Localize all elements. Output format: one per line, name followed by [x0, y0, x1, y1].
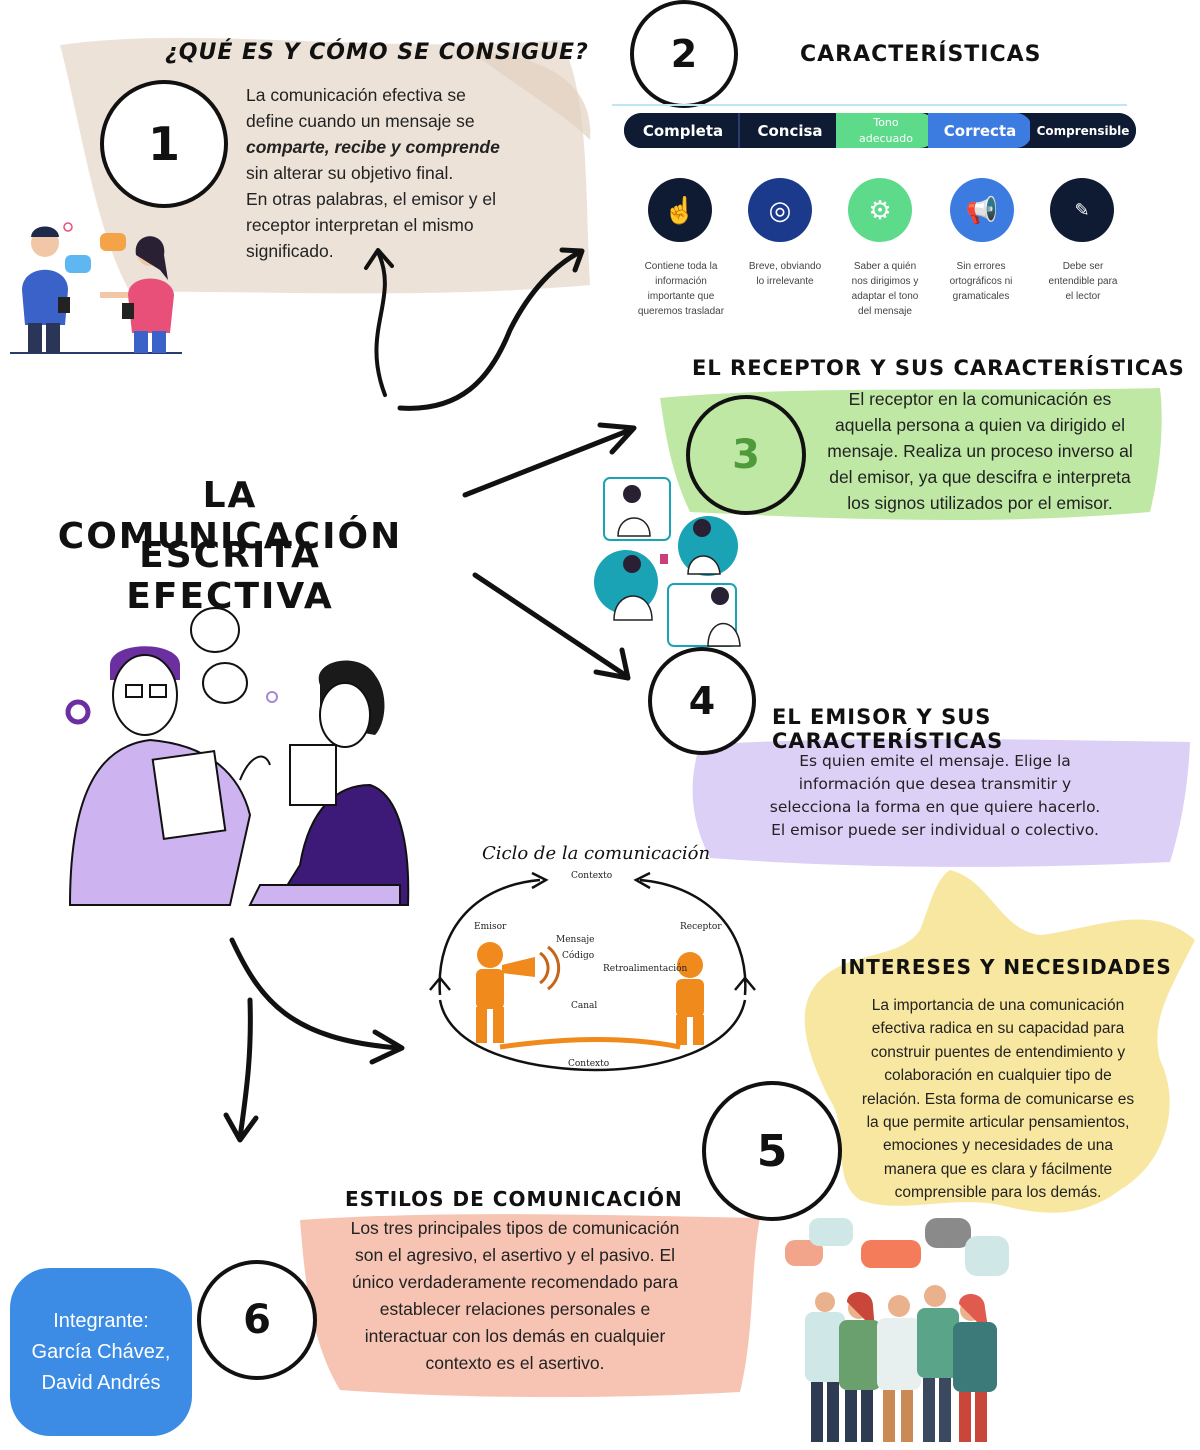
cycle-receptor: Receptor: [680, 922, 722, 932]
group-conversation-illustration: [785, 1218, 1009, 1442]
pill-completa: Completa: [624, 113, 742, 148]
member-surname: García Chávez,: [31, 1340, 171, 1363]
section-5-text: La importancia de una comunicación efect…: [838, 994, 1158, 1205]
section-2-title: CARACTERÍSTICAS: [800, 42, 1042, 67]
divider-line: [612, 104, 1127, 106]
receivers-illustration: [594, 477, 741, 647]
section-3-text: El receptor en la comunicación es aquell…: [805, 386, 1155, 516]
cycle-canal: Canal: [571, 1001, 598, 1011]
desc-completa: Contiene toda la información importante …: [637, 261, 725, 317]
section-1-line: sin alterar su objetivo final.: [246, 163, 454, 183]
section-1-line: define cuando un mensaje se: [246, 111, 475, 131]
touch-star-icon: ☝: [648, 178, 712, 242]
section-6-title: ESTILOS DE COMUNICACIÓN: [345, 1187, 683, 1211]
section-3-title: EL RECEPTOR Y SUS CARACTERÍSTICAS: [692, 356, 1185, 380]
section-4-number: 4: [648, 647, 756, 755]
cycle-title: Ciclo de la comunicación: [482, 843, 711, 864]
section-4-line: selecciona la forma en que quiere hacerl…: [769, 798, 1101, 816]
desc-tono: Saber a quién nos dirigimos y adaptar el…: [851, 261, 919, 317]
section-1-line: En otras palabras, el emisor y el: [246, 189, 496, 209]
section-1-emphasis: comparte, recibe y comprende: [246, 137, 500, 157]
section-5-line: la que permite articular pensamientos,: [866, 1114, 1130, 1132]
two-people-talking-illustration: [65, 607, 410, 906]
cycle-mensaje: Mensaje: [556, 935, 595, 945]
section-4-title: EL EMISOR Y SUS CARACTERÍSTICAS: [772, 705, 1004, 753]
section-5-line: manera que es clara y fácilmente: [883, 1160, 1113, 1178]
cycle-contexto-bottom: Contexto: [568, 1059, 610, 1069]
section-6-text: Los tres principales tipos de comunicaci…: [310, 1215, 720, 1377]
section-6-line: establecer relaciones personales e: [379, 1299, 651, 1319]
section-3-number: 3: [686, 395, 806, 515]
section-3-line: El receptor en la comunicación es: [848, 389, 1112, 409]
section-1-line: receptor interpretan el mismo: [246, 215, 474, 235]
pill-comprensible: Comprensible: [1030, 113, 1136, 148]
main-title-line-1: LA COMUNICACIÓN: [57, 475, 403, 557]
section-5-line: construir puentes de entendimiento y: [870, 1043, 1126, 1061]
pill-concisa: Concisa: [738, 113, 840, 148]
target-icon: ◎: [748, 178, 812, 242]
pill-tono-adecuado: Tono adecuado: [836, 113, 936, 148]
desc-concisa: Breve, obviando lo irrelevante: [748, 261, 822, 287]
cycle-retroalimentacion: Retroalimentación: [603, 964, 688, 974]
section-6-line: interactuar con los demás en cualquier: [364, 1326, 666, 1346]
section-3-line: aquella persona a quien va dirigido el: [835, 415, 1125, 435]
section-5-line: efectiva radica en su capacidad para: [871, 1020, 1125, 1038]
section-2-number: 2: [630, 0, 738, 108]
section-3-line: del emisor, ya que descifra e interpreta: [829, 467, 1131, 487]
section-5-line: La importancia de una comunicación: [871, 997, 1125, 1014]
cycle-emisor: Emisor: [474, 922, 507, 932]
cycle-contexto-top: Contexto: [571, 871, 613, 881]
section-4-line: Es quien emite el mensaje. Elige la: [799, 752, 1071, 770]
section-1-line: La comunicación efectiva se: [246, 85, 466, 105]
communication-cycle-diagram: [429, 871, 756, 1072]
cycle-codigo: Código: [562, 951, 595, 961]
section-6-line: único verdaderamente recomendado para: [352, 1272, 678, 1292]
desc-correcta: Sin errores ortográficos ni gramaticales: [949, 261, 1013, 302]
desc-comprensible: Debe ser entendible para el lector: [1048, 261, 1118, 302]
section-5-line: emociones y necesidades de una: [882, 1137, 1114, 1155]
section-1-title: ¿QUÉ ES Y CÓMO SE CONSIGUE?: [165, 40, 589, 65]
section-4-text: Es quien emite el mensaje. Elige la info…: [735, 750, 1135, 842]
section-5-number: 5: [702, 1081, 842, 1221]
section-6-line: contexto es el asertivo.: [425, 1353, 605, 1373]
two-people-chat-illustration: [10, 222, 182, 354]
section-1-line: significado.: [246, 241, 334, 261]
section-1-text: La comunicación efectiva se define cuand…: [246, 82, 546, 264]
section-5-line: colaboración en cualquier tipo de: [884, 1067, 1112, 1085]
section-6-number: 6: [197, 1260, 317, 1380]
section-4-line: El emisor puede ser individual o colecti…: [771, 821, 1099, 839]
member-badge: Integrante: García Chávez, David Andrés: [10, 1268, 192, 1436]
section-6-line: son el agresivo, el asertivo y el pasivo…: [354, 1245, 676, 1265]
section-5-title: INTERESES Y NECESIDADES: [840, 955, 1172, 979]
section-1-number: 1: [100, 80, 228, 208]
member-name: David Andrés: [41, 1371, 161, 1394]
section-5-line: relación. Esta forma de comunicarse es: [861, 1090, 1135, 1108]
section-5-line: comprensible para los demás.: [894, 1184, 1102, 1202]
section-3-line: los signos utilizados por el emisor.: [847, 493, 1113, 513]
megaphone-icon: 📢: [950, 178, 1014, 242]
member-label: Integrante:: [53, 1309, 149, 1332]
section-3-line: mensaje. Realiza un proceso inverso al: [827, 441, 1133, 461]
gear-icon: ⚙: [848, 178, 912, 242]
pill-correcta: Correcta: [928, 113, 1032, 148]
section-4-line: información que desea transmitir y: [798, 775, 1072, 793]
main-title-line-2: ESCRITA EFECTIVA: [126, 535, 334, 617]
section-6-line: Los tres principales tipos de comunicaci…: [350, 1218, 680, 1238]
test-icon: ✎: [1050, 178, 1114, 242]
